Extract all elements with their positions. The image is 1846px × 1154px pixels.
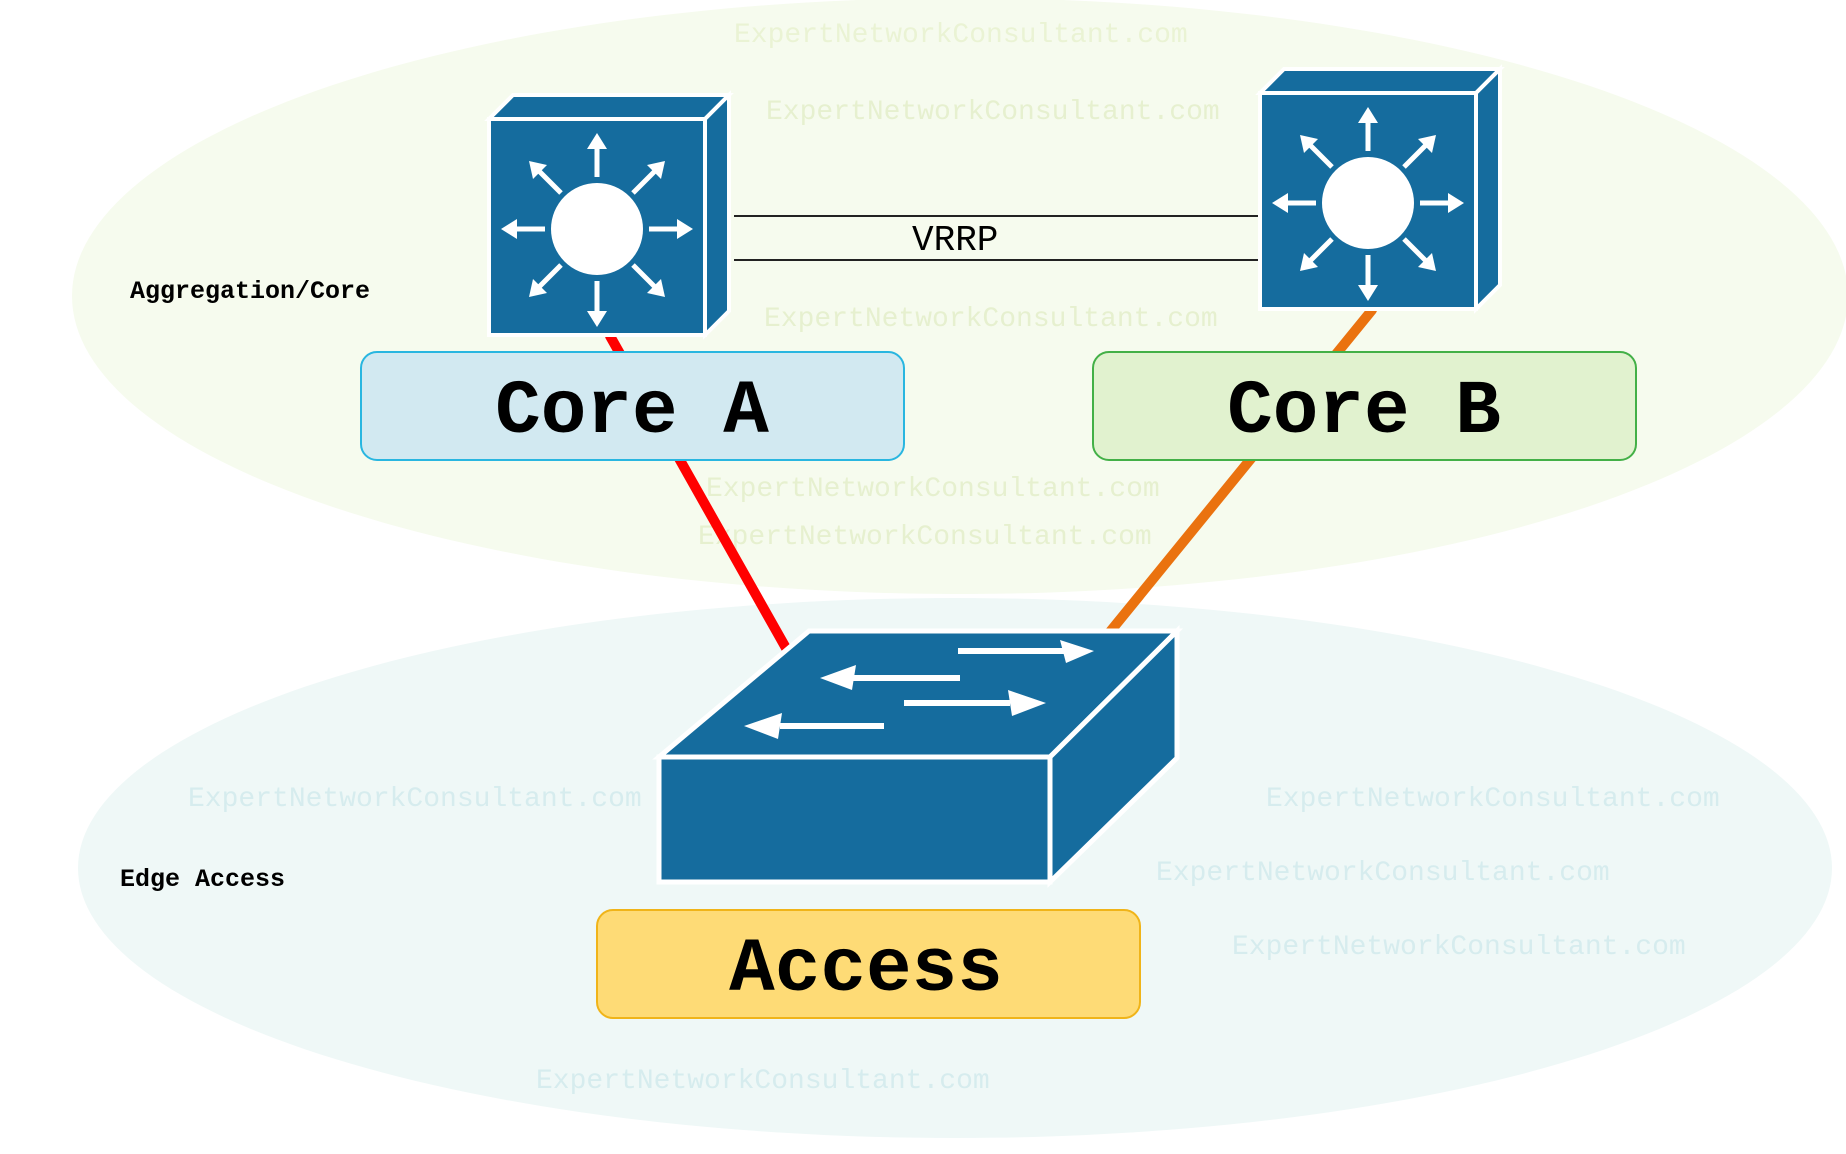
watermark-text: ExpertNetworkConsultant.com xyxy=(1156,858,1610,889)
watermark-text: ExpertNetworkConsultant.com xyxy=(706,474,1160,505)
access-switch-icon xyxy=(652,624,1184,888)
edge-access-label: Edge Access xyxy=(120,865,285,894)
watermark-text: ExpertNetworkConsultant.com xyxy=(764,304,1218,335)
aggregation-core-label: Aggregation/Core xyxy=(130,277,370,306)
watermarks: ExpertNetworkConsultant.com ExpertNetwor… xyxy=(188,20,1720,1097)
access-label-box: Access xyxy=(596,909,1141,1019)
watermark-text: ExpertNetworkConsultant.com xyxy=(734,20,1188,51)
core-a-label-box: Core A xyxy=(360,351,905,461)
vrrp-link: VRRP xyxy=(734,215,1258,261)
watermark-text: ExpertNetworkConsultant.com xyxy=(698,522,1152,553)
watermark-text: ExpertNetworkConsultant.com xyxy=(1266,784,1720,815)
vrrp-label: VRRP xyxy=(912,220,998,261)
watermark-text: ExpertNetworkConsultant.com xyxy=(188,784,642,815)
core-a-switch-icon xyxy=(489,95,729,335)
watermark-text: ExpertNetworkConsultant.com xyxy=(766,97,1220,128)
watermark-text: ExpertNetworkConsultant.com xyxy=(1232,932,1686,963)
watermark-text: ExpertNetworkConsultant.com xyxy=(536,1066,990,1097)
core-b-switch-icon xyxy=(1260,69,1500,309)
core-b-label-box: Core B xyxy=(1092,351,1637,461)
core-a-label: Core A xyxy=(495,369,769,455)
access-label: Access xyxy=(729,927,1003,1013)
core-b-label: Core B xyxy=(1227,369,1501,455)
